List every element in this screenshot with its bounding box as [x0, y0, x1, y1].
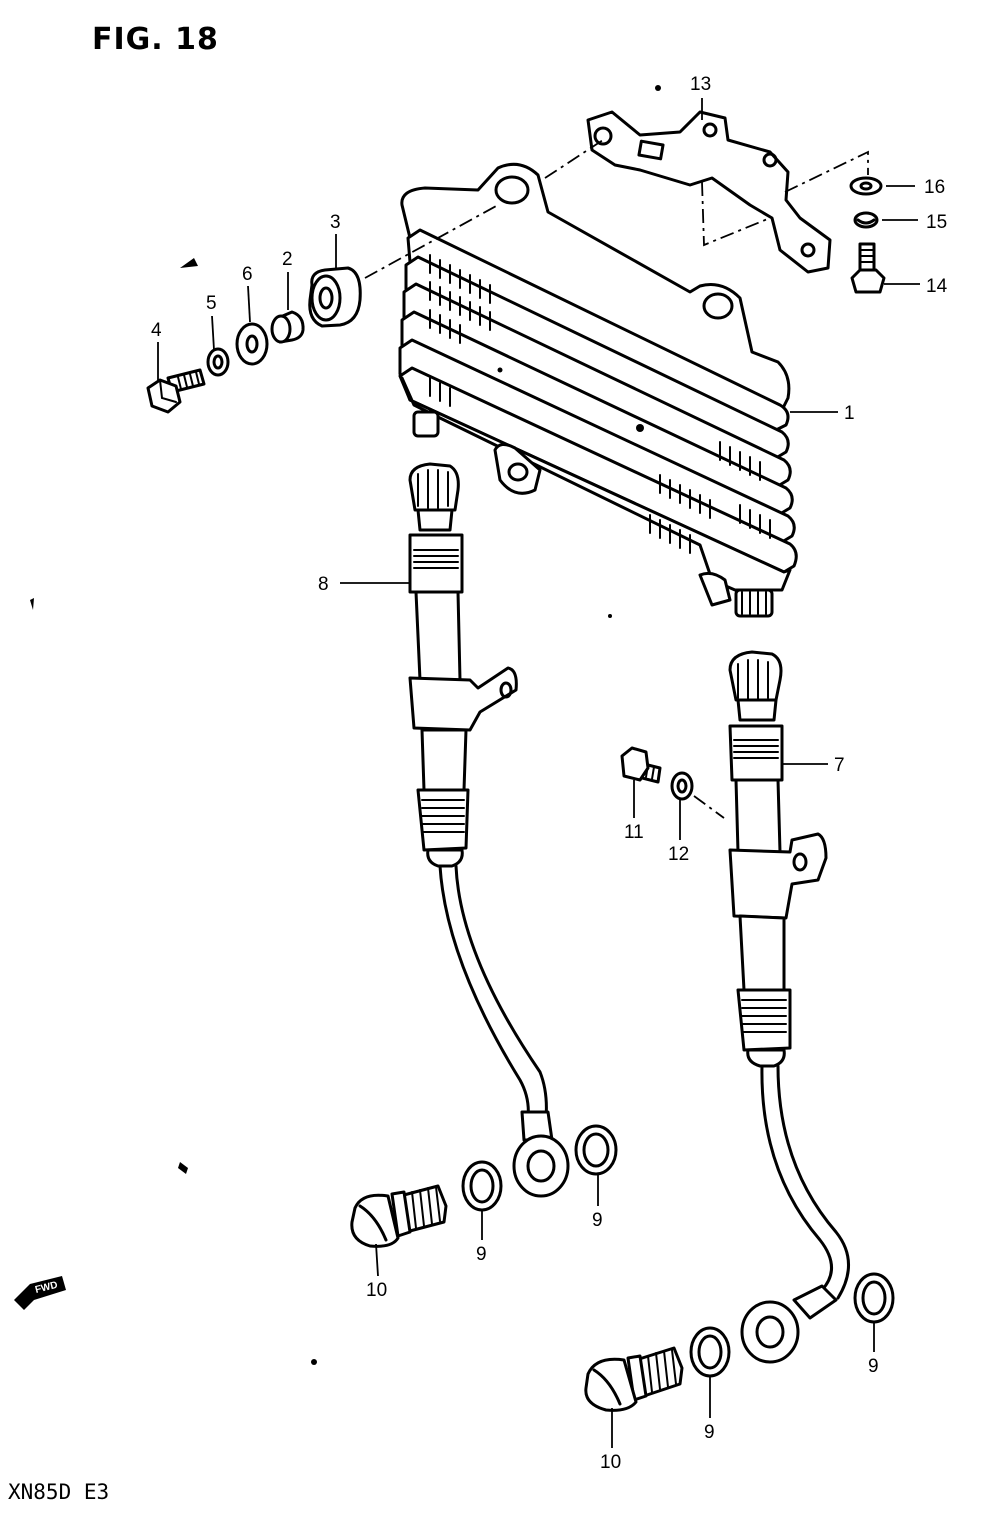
gasket-icon — [461, 1160, 503, 1212]
washer-icon — [849, 176, 883, 196]
lock-washer-icon — [670, 771, 694, 801]
callout-10: 10 — [366, 1280, 387, 1301]
union-bolt-icon — [350, 1184, 448, 1248]
callout-10: 10 — [600, 1452, 621, 1473]
union-bolt-icon — [584, 1346, 684, 1412]
gasket-icon — [574, 1124, 618, 1176]
callout-9: 9 — [476, 1244, 487, 1265]
leader-lines — [157, 98, 920, 1448]
fwd-arrow-icon: FWD — [14, 1276, 66, 1310]
callout-11: 11 — [624, 822, 644, 843]
oil-hose-icon — [408, 462, 570, 1198]
bracket-icon — [586, 110, 869, 274]
lock-washer-icon — [853, 211, 879, 229]
spacer-collar-icon — [270, 310, 305, 344]
washer-icon — [235, 322, 269, 366]
callout-5: 5 — [206, 293, 217, 314]
gasket-icon — [853, 1272, 895, 1324]
lock-washer-icon — [206, 347, 230, 377]
callout-15: 15 — [926, 212, 947, 233]
bolt-icon — [146, 368, 206, 414]
callout-1: 1 — [844, 403, 855, 424]
callout-9: 9 — [704, 1422, 715, 1443]
gasket-icon — [689, 1326, 731, 1378]
callout-9: 9 — [592, 1210, 603, 1231]
callout-7: 7 — [834, 755, 845, 776]
callout-13: 13 — [690, 74, 711, 95]
callout-14: 14 — [926, 276, 948, 297]
callout-4: 4 — [151, 320, 162, 341]
bolt-icon — [620, 746, 662, 784]
oil-hose-icon — [728, 650, 850, 1364]
callout-2: 2 — [282, 249, 293, 270]
cushion-grommet-icon — [308, 266, 362, 328]
oil-cooler-icon — [398, 162, 798, 618]
callout-3: 3 — [330, 212, 341, 233]
fwd-label: FWD — [34, 1280, 59, 1296]
callout-16: 16 — [924, 177, 945, 198]
model-code: XN85D E3 — [8, 1480, 110, 1504]
bolt-icon — [850, 242, 886, 294]
figure-title: FIG. 18 — [92, 22, 219, 57]
callout-9: 9 — [868, 1356, 879, 1377]
callout-6: 6 — [242, 264, 253, 285]
callout-8: 8 — [318, 574, 329, 595]
callout-12: 12 — [668, 844, 689, 865]
